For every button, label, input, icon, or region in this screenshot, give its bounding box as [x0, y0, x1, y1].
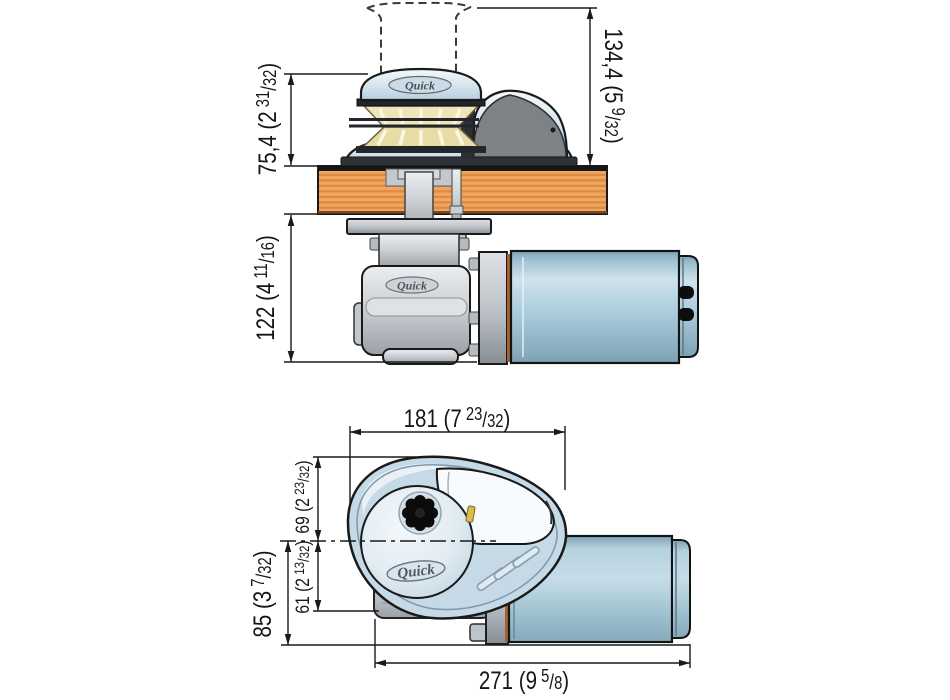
dim-center-to-base-label: 61 (213/32) — [291, 540, 314, 614]
gearbox-logo-oval — [385, 276, 439, 294]
dome-screw-icon — [550, 127, 556, 133]
under-deck-flange — [346, 218, 492, 235]
vent-slots — [476, 546, 540, 592]
gypsy-chainwheel — [349, 105, 486, 153]
key-mark — [465, 505, 476, 523]
dim-center-to-edge-label: 85 (37/32) — [248, 550, 277, 638]
top-cap: Quick — [356, 67, 486, 107]
motor-side — [509, 249, 699, 365]
drum-brand-logo: Quick — [397, 562, 437, 583]
dim-overall-height-label: 134,4 (59/32) — [599, 28, 628, 144]
gearbox: Quick — [353, 233, 471, 365]
drum-top: Quick — [360, 485, 476, 599]
dim-above-deck-label: 75,4 (231/32) — [253, 62, 282, 176]
drum-logo-oval — [386, 560, 446, 582]
side-view: Quick — [284, 1, 699, 365]
motor-terminal-icon — [678, 308, 694, 321]
side-view-dimension-lines — [284, 7, 597, 363]
plan-view-arrowheads — [284, 428, 690, 667]
plan-view: Quick — [280, 426, 691, 668]
dim-center-to-chain-label: 69 (223/32) — [291, 460, 314, 534]
dim-below-deck-label: 122 (411/16) — [251, 235, 280, 341]
gearbox-brand-logo: Quick — [397, 279, 427, 293]
motor-coupling-flange — [468, 251, 511, 365]
side-view-arrowheads — [287, 8, 594, 362]
chainpipe-dome — [461, 89, 569, 159]
motor-terminal-icon — [678, 286, 694, 299]
cap-brand-logo: Quick — [405, 79, 435, 93]
plan-view-dimension-lines — [280, 426, 691, 668]
cap-logo-oval — [388, 75, 452, 95]
handle-socket-icon — [398, 491, 442, 535]
chain-ghost-outline — [366, 1, 472, 73]
